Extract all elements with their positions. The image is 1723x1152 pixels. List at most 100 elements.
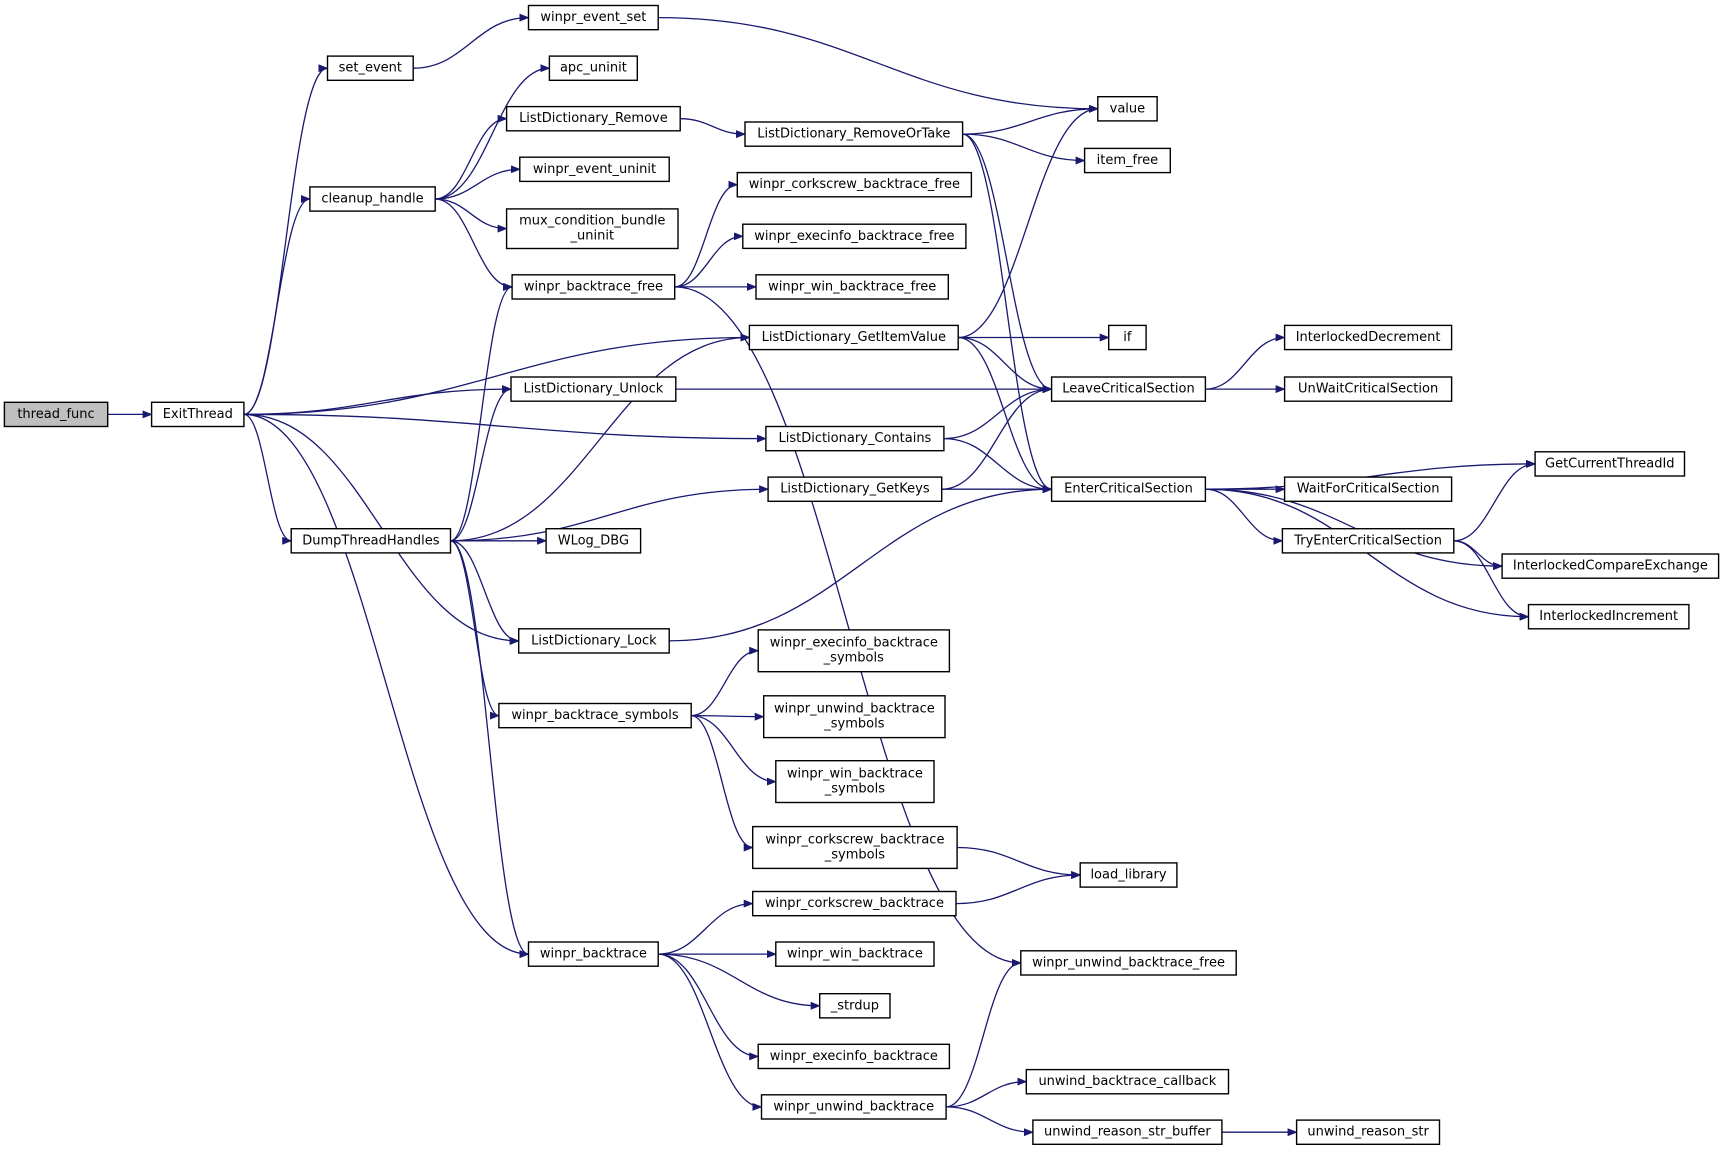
edge-exitthread-to-winpr-backtrace — [243, 413, 530, 959]
node-box — [819, 993, 891, 1019]
node-box — [309, 186, 436, 212]
node-box — [3, 401, 109, 428]
node-winpr-unwind-backtrace[interactable]: winpr_unwind_backtrace — [760, 1094, 947, 1120]
node-box — [1032, 1119, 1223, 1145]
node-listdictionary-remove[interactable]: ListDictionary_Remove — [505, 105, 681, 132]
node-winpr-unwind-backtrace-symbols[interactable]: winpr_unwind_backtrace_symbols — [763, 695, 946, 739]
node-unwaitcriticalsection[interactable]: UnWaitCriticalSection — [1283, 376, 1453, 402]
edge-dumpthreadhandles-to-listdictionary-getitemvalue — [450, 333, 751, 542]
node-label: mux_condition_bundle — [519, 214, 665, 229]
node-interlockeddecrement[interactable]: InterlockedDecrement — [1283, 324, 1453, 351]
node-interlockedcompareexchange[interactable]: InterlockedCompareExchange — [1501, 553, 1720, 579]
node-winpr-execinfo-backtrace[interactable]: winpr_execinfo_backtrace — [757, 1043, 951, 1070]
node-listdictionary-contains[interactable]: ListDictionary_Contains — [765, 425, 945, 452]
edge-tryentercriticalsection-to-interlockedincrement — [1453, 540, 1530, 621]
node-box — [1527, 603, 1690, 630]
node-if[interactable]: if — [1107, 324, 1147, 351]
node-wlog-dbg[interactable]: WLog_DBG — [545, 528, 642, 554]
edge-cleanup-handle-to-apc-uninit — [435, 64, 551, 200]
node-label: WLog_DBG — [558, 533, 629, 548]
node-mux-condition-bundle-uninit[interactable]: mux_condition_bundle_uninit — [505, 208, 679, 250]
edge-exitthread-to-set-event — [243, 64, 329, 416]
node-box — [1083, 147, 1171, 174]
node-set-event[interactable]: set_event — [326, 55, 414, 81]
node-entercriticalsection[interactable]: EnterCriticalSection — [1050, 476, 1207, 503]
node-winpr-execinfo-backtrace-symbols[interactable]: winpr_execinfo_backtrace_symbols — [757, 629, 951, 673]
edge-listdictionary-contains-to-leavecriticalsection — [943, 385, 1053, 440]
edge-winpr-backtrace-symbols-to-winpr-execinfo-backtrace-symbols — [691, 646, 760, 717]
node-winpr-execinfo-backtrace-free[interactable]: winpr_execinfo_backtrace_free — [742, 223, 967, 250]
node-label: _symbols — [824, 782, 885, 797]
node-winpr-corkscrew-backtrace-free[interactable]: winpr_corkscrew_backtrace_free — [736, 171, 973, 198]
node-winpr-backtrace-free[interactable]: winpr_backtrace_free — [511, 274, 676, 300]
node-leavecriticalsection[interactable]: LeaveCriticalSection — [1050, 376, 1207, 402]
node-box — [1020, 950, 1237, 976]
node-box — [744, 121, 964, 147]
node-label: unwind_reason_str_buffer — [1044, 1125, 1211, 1140]
node-listdictionary-getitemvalue[interactable]: ListDictionary_GetItemValue — [748, 324, 959, 351]
node-apc-uninit[interactable]: apc_uninit — [548, 55, 639, 81]
node-exitthread[interactable]: ExitThread — [150, 401, 245, 428]
node-winpr-corkscrew-backtrace[interactable]: winpr_corkscrew_backtrace — [752, 890, 957, 917]
node-label: TryEnterCriticalSection — [1293, 533, 1442, 548]
node-listdictionary-getkeys[interactable]: ListDictionary_GetKeys — [767, 476, 943, 503]
node-winpr-event-set[interactable]: winpr_event_set — [527, 4, 659, 31]
node-winpr-win-backtrace-free[interactable]: winpr_win_backtrace_free — [755, 274, 950, 300]
node-tryentercriticalsection[interactable]: TryEnterCriticalSection — [1281, 528, 1455, 554]
node--strdup[interactable]: _strdup — [819, 993, 891, 1019]
node-box — [326, 55, 414, 81]
node-box — [775, 941, 935, 967]
node-winpr-corkscrew-backtrace-symbols[interactable]: winpr_corkscrew_backtrace_symbols — [752, 825, 958, 870]
node-box — [752, 890, 957, 917]
node-listdictionary-unlock[interactable]: ListDictionary_Unlock — [510, 376, 677, 402]
node-label: winpr_win_backtrace — [787, 947, 923, 962]
node-item-free[interactable]: item_free — [1083, 147, 1171, 174]
node-getcurrentthreadid[interactable]: GetCurrentThreadId — [1534, 451, 1686, 477]
edge-dumpthreadhandles-to-listdictionary-getkeys — [450, 485, 770, 542]
nodes: thread_func ExitThread set_event winpr_even… — [3, 4, 1720, 1145]
node-listdictionary-lock[interactable]: ListDictionary_Lock — [518, 628, 670, 654]
node-unwind-backtrace-callback[interactable]: unwind_backtrace_callback — [1025, 1068, 1230, 1095]
node-box — [1079, 862, 1178, 888]
node-unwind-reason-str[interactable]: unwind_reason_str — [1295, 1119, 1441, 1145]
edge-winpr-backtrace-symbols-to-winpr-win-backtrace-symbols — [691, 714, 777, 786]
edge-tryentercriticalsection-to-getcurrentthreadid — [1453, 459, 1537, 542]
node-winpr-backtrace[interactable]: winpr_backtrace — [527, 941, 659, 967]
node-label: UnWaitCriticalSection — [1298, 382, 1438, 397]
node-value[interactable]: value — [1097, 95, 1158, 122]
node-box — [1025, 1068, 1230, 1095]
node-winpr-unwind-backtrace-free[interactable]: winpr_unwind_backtrace_free — [1020, 950, 1237, 976]
node-cleanup-handle[interactable]: cleanup_handle — [309, 186, 436, 212]
edge-dumpthreadhandles-to-winpr-backtrace — [450, 540, 530, 958]
edge-winpr-backtrace-symbols-to-winpr-corkscrew-backtrace-symbols — [691, 714, 754, 852]
node-label: GetCurrentThreadId — [1545, 456, 1675, 471]
node-box — [1050, 376, 1207, 402]
node-label: InterlockedIncrement — [1539, 609, 1678, 624]
edge-dumpthreadhandles-to-listdictionary-unlock — [450, 385, 512, 542]
node-listdictionary-removeortake[interactable]: ListDictionary_RemoveOrTake — [744, 121, 964, 147]
edge-winpr-unwind-backtrace-to-unwind-reason-str-buffer — [946, 1106, 1034, 1137]
node-label: set_event — [339, 61, 402, 76]
node-label: value — [1110, 101, 1146, 116]
node-label: winpr_backtrace_symbols — [511, 708, 678, 723]
node-label: _strdup — [830, 998, 879, 1013]
node-winpr-backtrace-symbols[interactable]: winpr_backtrace_symbols — [498, 702, 692, 729]
edge-listdictionary-removeortake-to-leavecriticalsection — [962, 133, 1053, 394]
node-label: unwind_reason_str — [1307, 1125, 1429, 1140]
node-winpr-event-uninit[interactable]: winpr_event_uninit — [519, 156, 670, 183]
node-box — [748, 324, 959, 351]
node-winpr-win-backtrace[interactable]: winpr_win_backtrace — [775, 941, 935, 967]
node-unwind-reason-str-buffer[interactable]: unwind_reason_str_buffer — [1032, 1119, 1223, 1145]
edge-leavecriticalsection-to-interlockeddecrement — [1205, 333, 1286, 390]
node-waitforcriticalsection[interactable]: WaitForCriticalSection — [1283, 476, 1453, 503]
node-label: EnterCriticalSection — [1064, 482, 1193, 497]
node-dumpthreadhandles[interactable]: DumpThreadHandles — [290, 528, 452, 554]
node-interlockedincrement[interactable]: InterlockedIncrement — [1527, 603, 1690, 630]
node-winpr-win-backtrace-symbols[interactable]: winpr_win_backtrace_symbols — [775, 760, 935, 804]
node-label: ListDictionary_GetKeys — [780, 482, 930, 497]
node-box — [290, 528, 452, 554]
edge-listdictionary-getitemvalue-to-value — [958, 104, 1099, 339]
node-load-library[interactable]: load_library — [1079, 862, 1178, 888]
edge-exitthread-to-listdictionary-lock — [243, 413, 520, 645]
node-thread-func[interactable]: thread_func — [3, 401, 109, 428]
